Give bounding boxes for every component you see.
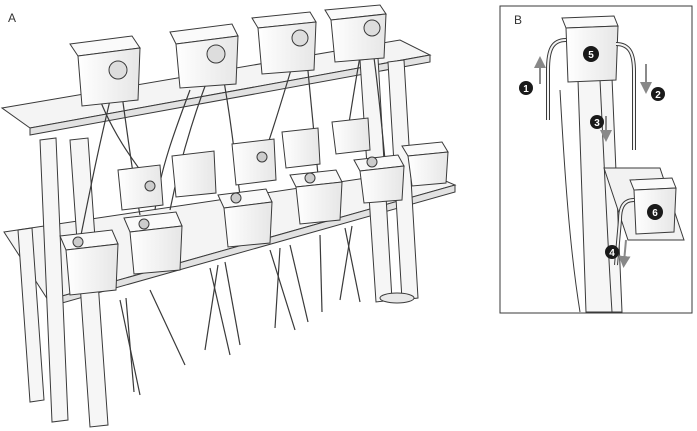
- upper-reservoir-2: [169, 23, 239, 89]
- svg-text:5: 5: [588, 50, 594, 61]
- upper-reservoir-1: [69, 35, 141, 107]
- svg-text:1: 1: [523, 84, 529, 95]
- mid-container-4: [281, 127, 321, 169]
- svg-text:6: 6: [652, 208, 658, 219]
- flow-arrows: [534, 56, 652, 268]
- upper-shelf-edge: [29, 54, 431, 136]
- panel-b: B: [499, 5, 693, 314]
- panel-a: A: [0, 4, 457, 428]
- upper-reservoir-4: [324, 4, 387, 63]
- mid-container-3: [231, 138, 277, 186]
- upper-reservoir-3: [251, 11, 317, 75]
- arrow-down-4: [618, 239, 631, 268]
- mid-container-1: [117, 164, 164, 211]
- lower-container-1: [59, 229, 119, 296]
- badge-5: 5: [583, 46, 599, 62]
- mid-container-2: [171, 150, 217, 198]
- svg-text:2: 2: [655, 90, 661, 101]
- badge-2: 2: [651, 87, 665, 101]
- lower-container-4: [289, 169, 343, 225]
- lower-container-3: [217, 188, 273, 248]
- mid-container-5: [331, 117, 371, 155]
- badge-6: 6: [647, 204, 663, 220]
- svg-text:4: 4: [609, 248, 615, 259]
- panel-a-label: A: [8, 11, 16, 25]
- lower-container-6: [401, 141, 449, 187]
- lower-container-5: [353, 154, 405, 204]
- panel-b-label: B: [514, 13, 522, 27]
- svg-text:3: 3: [594, 118, 600, 129]
- lower-container-2: [123, 211, 183, 275]
- badge-1: 1: [519, 81, 533, 95]
- badge-3: 3: [590, 115, 604, 129]
- drain-rods: [119, 225, 361, 396]
- badge-4: 4: [605, 245, 619, 259]
